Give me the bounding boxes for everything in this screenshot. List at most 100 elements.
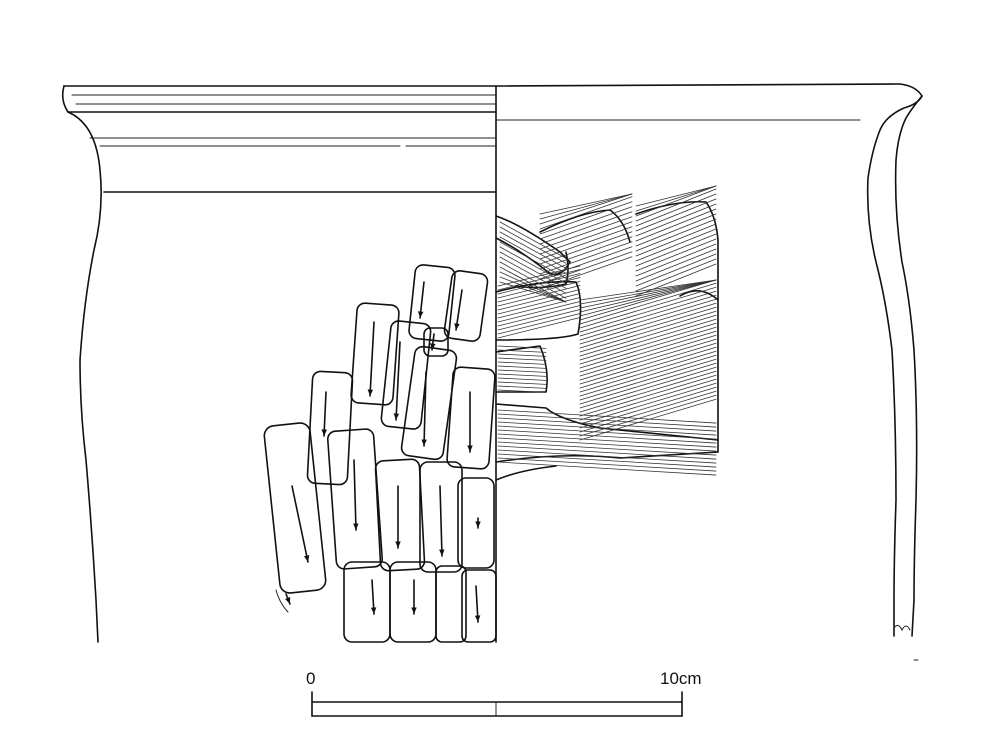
hatch-stroke	[539, 226, 633, 260]
hatch-stroke	[497, 301, 581, 323]
hatch-stroke	[497, 349, 547, 353]
hatch-stroke	[579, 302, 717, 345]
hatch-stroke	[635, 203, 717, 237]
arrow-mark	[455, 289, 463, 331]
hatch-stroke	[579, 279, 717, 317]
hatch-stroke	[579, 310, 717, 353]
hatch-stroke	[497, 373, 547, 377]
hatch-stroke	[579, 350, 717, 393]
hatch-stroke	[539, 206, 633, 240]
hatch-stroke	[539, 231, 633, 265]
arrow-head	[321, 429, 328, 436]
scale-end-label: 10cm	[660, 669, 702, 688]
vessel-section-profile	[866, 83, 923, 661]
hatch-stroke	[635, 185, 717, 207]
scraping-texture	[495, 185, 719, 481]
arrow-head	[393, 413, 400, 420]
paddle-impressions	[263, 264, 497, 643]
hatch-stroke	[497, 453, 717, 468]
hatch-stroke	[497, 385, 547, 389]
hatch-stroke	[635, 193, 717, 227]
hatch-stroke	[579, 386, 717, 429]
arrow-head	[430, 343, 436, 350]
hatch-stroke	[497, 377, 547, 381]
hatch-stroke	[635, 258, 717, 292]
hatch-stroke	[497, 309, 581, 331]
hatch-stroke	[499, 246, 567, 284]
hatch-stroke	[499, 226, 567, 264]
hatch-stroke	[497, 389, 547, 393]
hatch-stroke	[635, 218, 717, 252]
arrow-head	[370, 607, 377, 614]
hatch-stroke	[579, 279, 717, 301]
hatch-stroke	[635, 238, 717, 272]
hatch-stroke	[635, 213, 717, 247]
hatch-stroke	[635, 243, 717, 277]
hatch-stroke	[497, 357, 547, 361]
hatch-stroke	[497, 313, 581, 335]
hatch-stroke	[497, 277, 581, 299]
hatch-stroke	[497, 265, 581, 287]
hatch-stroke	[497, 361, 547, 365]
hatch-stroke	[539, 211, 633, 245]
hatch-stroke	[497, 457, 717, 472]
hatch-stroke	[635, 223, 717, 257]
hatch-stroke	[497, 353, 547, 357]
paddle-arrows	[285, 281, 481, 623]
hatch-stroke	[539, 193, 633, 220]
hatch-stroke	[579, 279, 717, 313]
hatch-stroke	[579, 298, 717, 341]
hatch-stroke	[579, 306, 717, 349]
hatch-stroke	[579, 290, 717, 333]
hatch-stroke	[499, 281, 567, 303]
hatch-stroke	[579, 374, 717, 417]
hatch-stroke	[497, 269, 581, 291]
hatch-stroke	[497, 413, 717, 428]
hatch-stroke	[635, 198, 717, 232]
hatch-stroke	[499, 261, 567, 299]
hatch-stroke	[635, 188, 717, 222]
arrow-mark	[439, 485, 443, 557]
hatch-stroke	[497, 305, 581, 327]
hatch-stroke	[497, 433, 717, 448]
hatch-stroke	[579, 326, 717, 369]
hatch-stroke	[539, 246, 633, 280]
arrow-head	[367, 389, 374, 396]
hatch-stroke	[497, 449, 717, 464]
hatch-stroke	[497, 285, 581, 307]
hatch-stroke	[539, 201, 633, 235]
arrow-head	[285, 597, 291, 604]
hatch-stroke	[497, 461, 717, 476]
arrow-head	[475, 521, 481, 528]
hatch-stroke	[497, 417, 717, 432]
hatch-stroke	[635, 253, 717, 287]
hatch-stroke	[499, 251, 567, 289]
hatch-stroke	[579, 334, 717, 377]
hatch-stroke	[539, 251, 633, 285]
hatch-stroke	[497, 273, 581, 295]
hatch-stroke	[497, 425, 717, 440]
hatch-stroke	[497, 441, 717, 456]
arrow-head	[411, 607, 417, 614]
hatch-stroke	[539, 236, 633, 270]
arrow-mark	[291, 485, 309, 563]
vessel-left-profile	[67, 111, 102, 643]
hatch-stroke	[579, 338, 717, 381]
hatch-stroke	[497, 345, 547, 349]
hatch-stroke	[497, 369, 547, 373]
arrow-head	[353, 523, 359, 530]
hatch-stroke	[579, 382, 717, 425]
hatch-stroke	[499, 231, 567, 269]
hatch-stroke	[539, 216, 633, 250]
arrow-mark	[369, 321, 375, 397]
hatch-stroke	[635, 263, 717, 297]
hatch-stroke	[539, 193, 633, 225]
hatch-stroke	[579, 342, 717, 385]
hatch-stroke	[579, 394, 717, 437]
hatch-stroke	[635, 248, 717, 282]
arrow-mark	[353, 459, 357, 531]
neck-bands	[89, 137, 497, 193]
hatch-stroke	[579, 279, 717, 321]
hatch-stroke	[635, 208, 717, 242]
